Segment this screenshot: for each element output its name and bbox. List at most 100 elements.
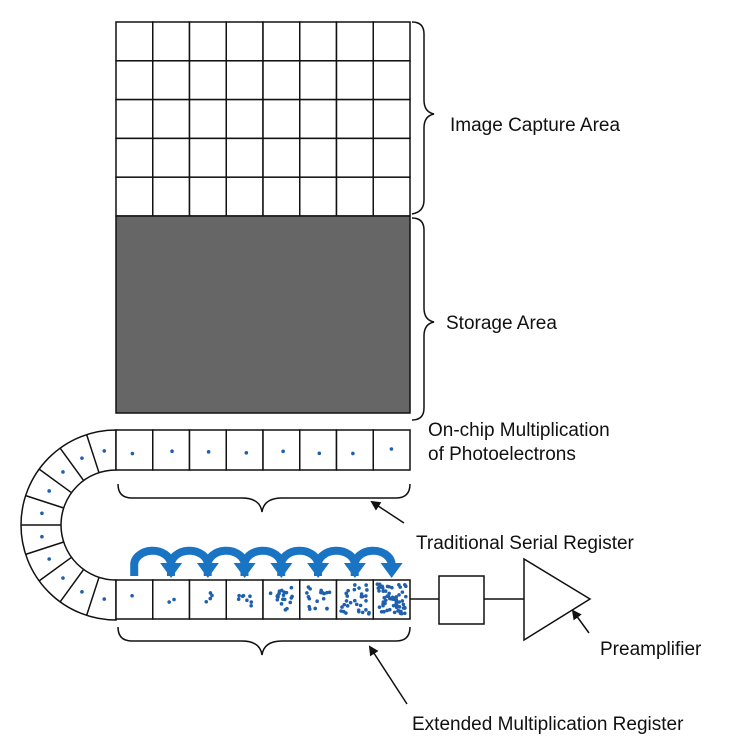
transfer-arrow-arc [350,546,396,576]
electron-dot [351,451,355,456]
electron-dot [341,609,346,614]
pixel-cell [115,98,154,140]
electron-dot [305,591,309,595]
onchip-label-line1: On-chip Multiplication [428,420,610,441]
electron-dot [61,576,65,580]
pixel-cell [299,21,338,62]
electron-dot [398,585,403,589]
pixel-cell [372,98,411,140]
electron-dot [249,600,254,604]
register-cell [262,429,301,471]
electron-dot [80,456,84,460]
pixel-cell [188,137,227,178]
electron-dot [377,605,382,609]
pixel-cell [262,60,301,101]
electron-dot [345,604,350,608]
register-cell [115,429,154,471]
electron-dot [342,602,347,607]
image-capture-label: Image Capture Area [450,115,620,136]
electron-dot [382,595,387,600]
electron-dot [396,608,401,613]
electron-dot [352,587,357,592]
pixel-cell [225,21,264,62]
image-capture-brace [411,21,435,215]
electron-dot [102,597,107,601]
extended-pointer-arrow [368,645,408,705]
electron-dot [275,598,280,602]
electron-dot [40,534,44,539]
electron-dot [404,584,408,589]
electron-dot [80,590,84,594]
register-cell [188,429,227,471]
electron-dot [327,590,332,595]
pixel-cell [152,98,191,140]
pixel-cell [225,176,264,217]
electron-dot [384,598,388,603]
electron-dot [404,594,408,599]
electron-dot [130,451,135,456]
pixel-cell [335,98,374,140]
electron-dot [290,594,294,599]
electron-dot [237,593,241,598]
preamplifier-pointer-arrow [571,609,590,634]
register-cell [299,429,338,471]
electron-dot [394,595,399,599]
electron-dot [364,583,368,587]
electron-dot [389,447,394,451]
pixel-cell [188,98,227,140]
electron-dot [353,583,357,587]
extended-multiplication-register [115,579,411,620]
register-cell [335,429,374,471]
pixel-cell [372,137,411,178]
electron-dot [288,600,293,605]
electron-dot [47,557,51,561]
pixel-cell [335,21,374,62]
pixel-cell [262,98,301,140]
electron-dot [359,594,364,599]
electron-dot [40,511,44,516]
electron-dot [393,603,398,608]
electron-dot [377,589,381,593]
electron-dot [344,591,349,596]
electron-dot [283,608,288,612]
pixel-cell [115,176,154,217]
electron-dot [397,600,401,604]
electron-dot [385,608,389,613]
u-cell-divider [59,569,85,603]
electron-dot [268,591,273,596]
pixel-cell [335,137,374,178]
pixel-cell [262,21,301,62]
electron-dot [236,597,241,602]
multiplication-cell [115,579,154,620]
electron-dot [307,607,312,611]
pixel-cell [299,60,338,101]
u-cell-divider [25,541,64,556]
electron-dot [315,599,319,604]
electron-dot [208,591,213,595]
electron-dot [61,470,65,474]
electron-dot [172,597,176,602]
electron-dot [364,594,368,598]
curved-register [20,429,117,621]
electron-dot [317,451,322,456]
u-cell-divider [85,434,100,473]
electron-dot [356,608,361,612]
electron-dot [382,609,386,614]
electron-dot [392,610,397,615]
electron-dot [385,584,390,589]
pixel-cell [372,176,411,217]
electron-dot [208,596,213,601]
electron-dot [130,593,134,598]
pixel-cell [152,137,191,178]
electron-dot [206,450,211,454]
pixel-cell [262,137,301,178]
electron-dot [357,586,361,590]
electron-dot [277,591,281,596]
traditional-label: Traditional Serial Register [416,533,635,554]
multiplication-cell [152,579,191,620]
electron-dot [358,603,363,608]
preamplifier-label: Preamplifier [600,639,702,660]
electron-dot [245,598,249,603]
pixel-cell [372,21,411,62]
electron-dot [279,602,284,606]
